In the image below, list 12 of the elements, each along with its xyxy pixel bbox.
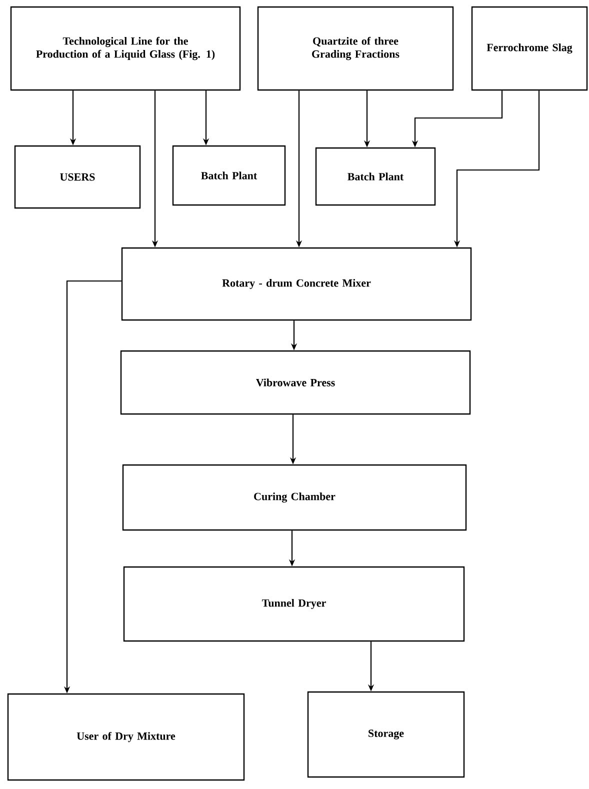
process-box: User of Dry Mixture xyxy=(7,693,245,781)
process-box: Storage xyxy=(307,691,465,778)
process-box: Rotary - drum Concrete Mixer xyxy=(121,247,472,321)
process-box: Curing Chamber xyxy=(122,464,467,531)
process-box: Ferrochrome Slag xyxy=(471,6,588,91)
process-box: Batch Plant xyxy=(172,145,286,206)
process-box: Vibrowave Press xyxy=(120,350,471,415)
process-box: Batch Plant xyxy=(315,147,436,206)
process-box: USERS xyxy=(14,145,141,209)
process-box: Quartzite of three Grading Fractions xyxy=(257,6,454,91)
process-box: Technological Line for the Production of a Liquid Glass (Fig. 1) xyxy=(10,6,241,91)
process-box: Tunnel Dryer xyxy=(123,566,465,642)
